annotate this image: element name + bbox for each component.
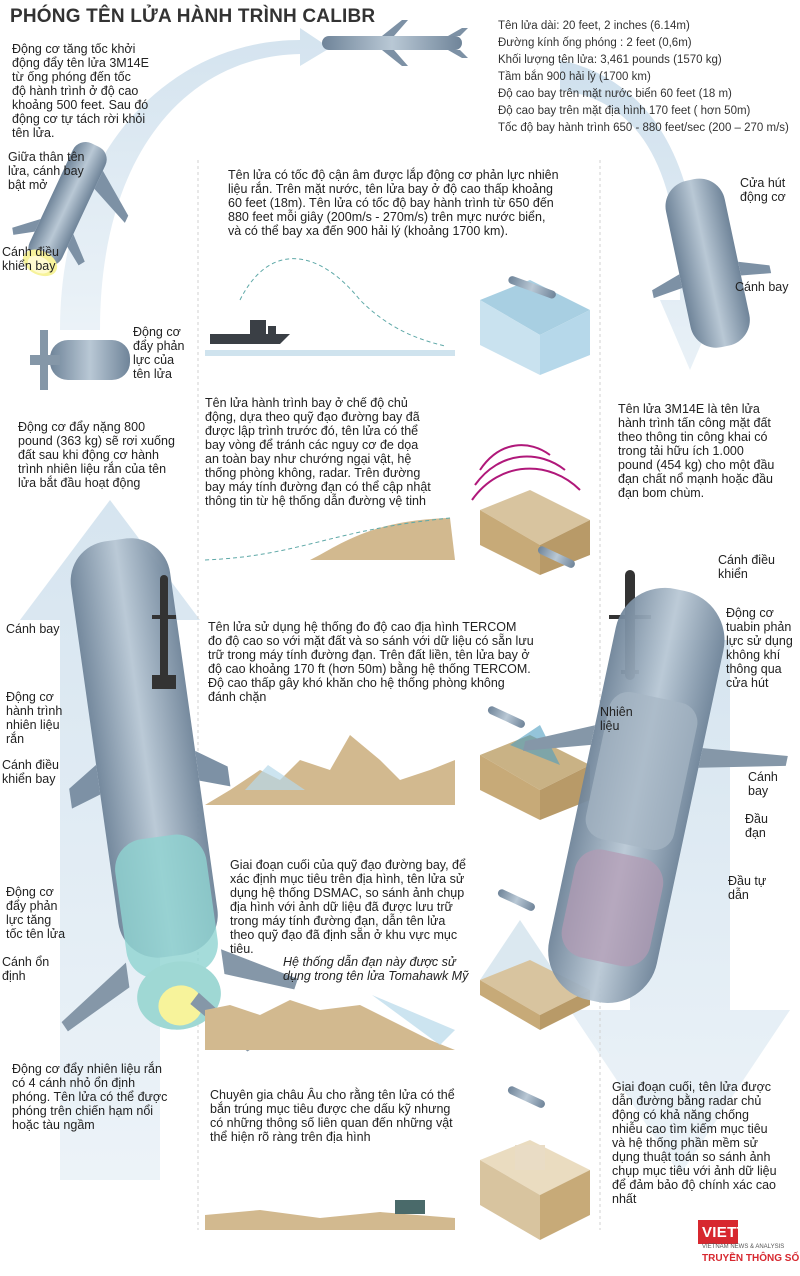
launch-arc-arrow [60,28,330,330]
center-paragraph-1: Tên lửa có tốc độ cận âm được lắp động c… [228,168,559,238]
missile-top-right [652,178,772,348]
down-arrow [570,640,790,1175]
missile-cutaway-right [523,587,788,1003]
center-paragraph-5: Chuyên gia châu Âu cho rằng tên lửa có t… [210,1088,455,1144]
dsmac-pyramid [480,889,590,1030]
center-paragraph-3: Tên lửa sử dụng hệ thống đo độ cao địa h… [208,620,534,704]
terrain-profile-3 [205,735,455,805]
viettimes-logo-shape [698,1220,738,1244]
spec-item: Tốc độ bay hành trình 650 - 880 feet/sec… [498,122,789,134]
missile-launch-top [12,141,129,277]
spec-item: Đường kính ống phóng : 2 feet (0,6m) [498,37,692,49]
page-title: PHÓNG TÊN LỬA HÀNH TRÌNH CALIBR [10,6,376,27]
spec-item: Độ cao bay trên mặt địa hình 170 feet ( … [498,105,751,117]
descent-arc-arrow [560,60,720,370]
sea-cube [480,276,590,375]
logo-tag: TRUYỀN THÔNG SỐ [702,1253,800,1264]
logo-sub: VIETNAM NEWS & ANALYSIS [702,1244,785,1250]
label-wing-right-top: Cánh bay [735,280,789,294]
booster-small [30,330,130,390]
spec-item: Tên lửa dài: 20 feet, 2 inches (6.14m) [498,20,690,32]
ship [210,320,290,344]
spec-item: Khối lượng tên lửa: 3,461 pounds (1570 k… [498,54,722,66]
missile-cutaway-left [61,538,298,1052]
logo-brand: VIETTIMES [702,1224,784,1241]
spec-list: Tên lửa dài: 20 feet, 2 inches (6.14m) Đ… [498,18,798,137]
missile-small-icon [152,575,176,689]
label-wing-left: Cánh bay [6,622,60,636]
trajectory-arc [239,258,446,347]
target-building-cube [480,1086,590,1240]
terrain-profile-2 [205,518,455,560]
tercom-cube [480,706,590,820]
terrain-profile-5 [205,1210,455,1230]
center-paragraph-4: Giai đoạn cuối của quỹ đạo đường bay, để… [230,858,466,956]
terrain-cube-radar [471,444,590,575]
terrain-profile-4 [205,1000,455,1050]
top-missile [322,20,468,66]
spec-item: Độ cao bay trên mặt nước biển 60 feet (1… [498,88,732,100]
spec-item: Tầm bắn 900 hải lý (1700 km) [498,71,651,83]
